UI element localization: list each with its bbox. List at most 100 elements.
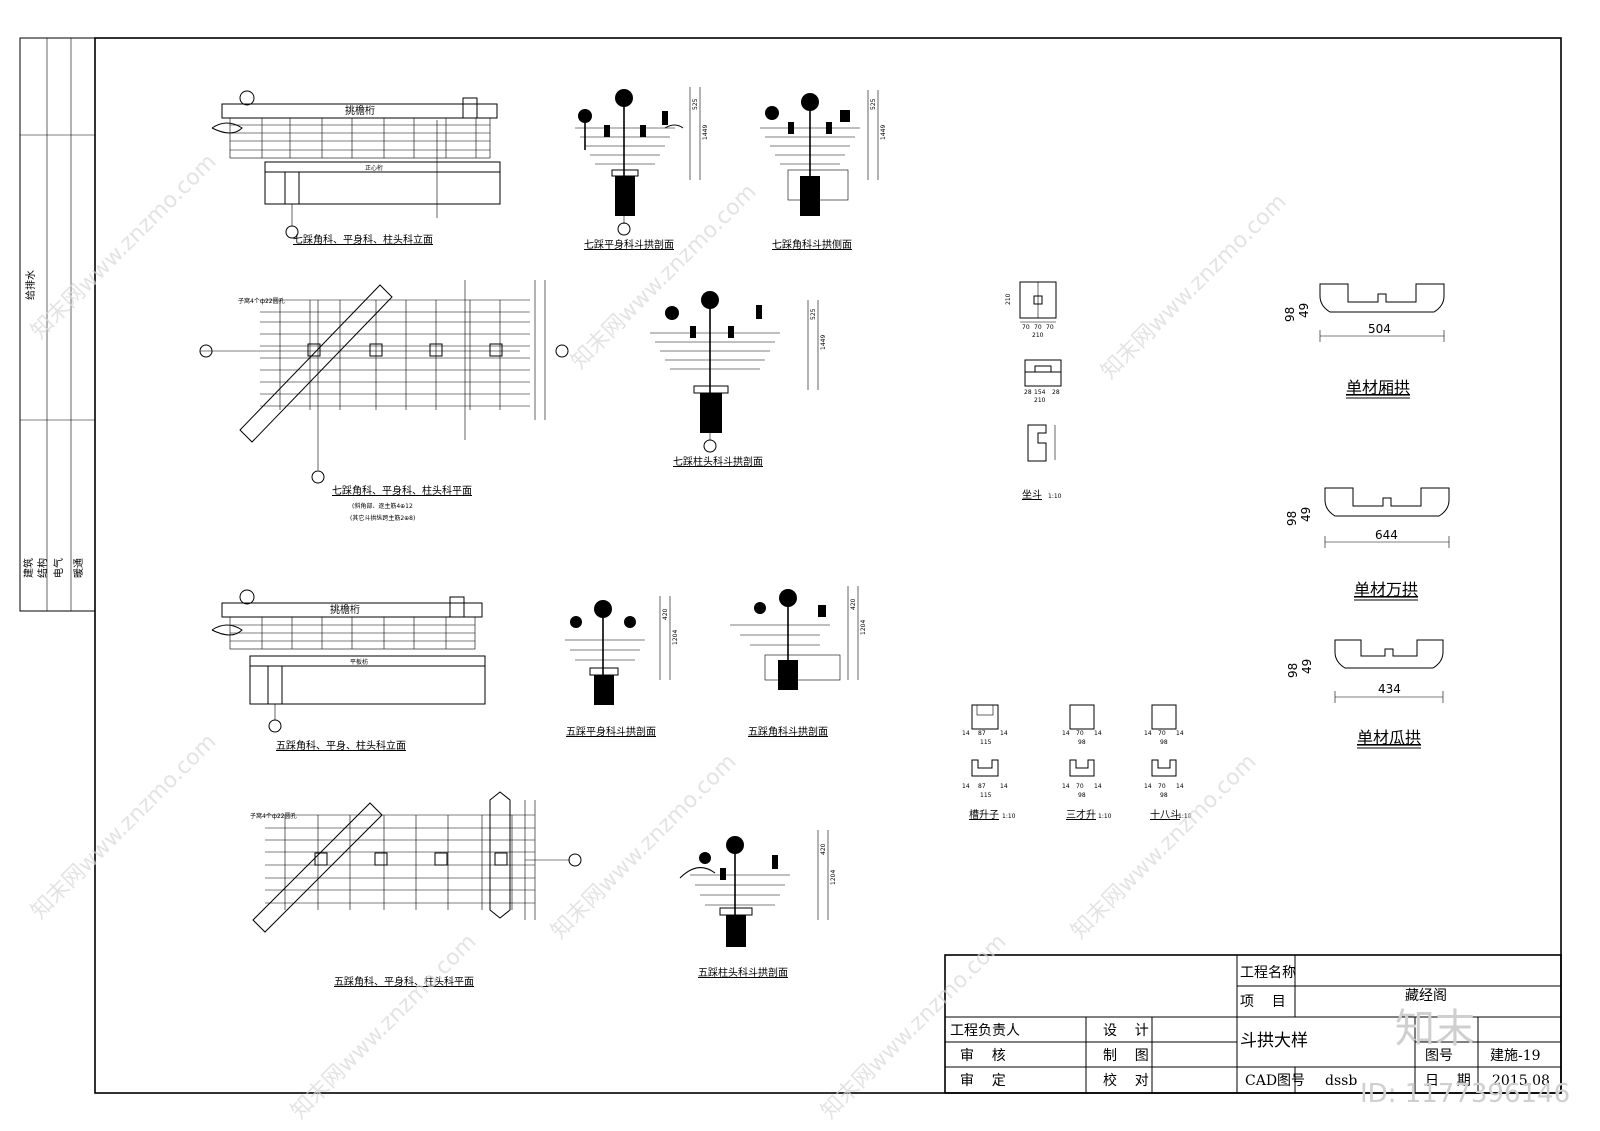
dim-sheng-a5: 87 — [978, 783, 986, 790]
plan7-note1: (斜角部、逐主筋4⊕12 — [352, 502, 413, 510]
dim-sheng-c6: 14 — [1176, 783, 1184, 790]
caption-side5-corner: 五踩角科斗拱剖面 — [748, 725, 828, 738]
side-five-corner: 420 1204 五踩角科斗拱剖面 — [730, 586, 867, 738]
beam-label-b: 挑檐桁 — [330, 603, 360, 616]
side-seven-corner: 525 1449 七踩角科斗拱侧面 — [760, 90, 887, 251]
dim-dou-mid-total: 210 — [1034, 397, 1046, 404]
dim-sheng-c-total: 98 — [1160, 739, 1168, 746]
caption-zuo-dou: 坐斗 — [1022, 489, 1042, 501]
tb-approve-label: 审 定 — [960, 1073, 1006, 1089]
dim-sheng-a3: 14 — [1000, 730, 1008, 737]
caption-elev7: 七踩角科、平身科、柱头科立面 — [293, 233, 433, 246]
dim-dou-mid-2: 154 — [1034, 389, 1046, 396]
gong-wan-h2: 49 — [1299, 507, 1313, 522]
dim-dou-top-3: 70 — [1046, 324, 1054, 331]
dim-sheng-a-total: 115 — [980, 739, 992, 746]
plan-seven-step: 子窝4个ф22圆孔 七踩角科、平身科、柱头科平面 (斜角部、逐主筋4⊕12 (其… — [199, 280, 569, 522]
tb-cad-label: CAD图号 — [1245, 1073, 1305, 1089]
gong-gua: 434 98 49 单材瓜拱 — [1286, 639, 1444, 749]
dim-side5-h1: 420 — [850, 598, 857, 610]
discipline-elec: 电气 — [52, 558, 65, 578]
dim-side7-h2: 1449 — [880, 125, 887, 140]
gong-xiang-h1: 98 — [1283, 307, 1297, 322]
beam-sub-b: 平板枋 — [350, 658, 368, 666]
caption-elev5: 五踩角科、平身、柱头科立面 — [276, 739, 406, 752]
caption-cao-sheng: 槽升子 — [969, 808, 999, 821]
dim-sheng-c1: 14 — [1144, 730, 1152, 737]
dim-sect5c-h2: 1204 — [830, 870, 837, 885]
gong-gua-h1: 98 — [1286, 663, 1300, 678]
gong-gua-h2: 49 — [1300, 659, 1314, 674]
elevation-five-step: 挑檐桁 平板枋 五踩角科、平身、柱头科立面 — [211, 589, 486, 752]
caption-sect5-column: 五踩柱头科斗拱剖面 — [698, 966, 788, 979]
dim-sect5-h1: 420 — [662, 608, 669, 620]
section-five-column: 420 1204 五踩柱头科斗拱剖面 — [679, 830, 837, 979]
discipline-arch: 建筑 — [22, 558, 35, 578]
tb-drawing-title: 斗拱大样 — [1240, 1031, 1308, 1051]
gong-xiang: 504 98 49 单材厢拱 — [1283, 283, 1445, 399]
dim-sheng-a4: 14 — [962, 783, 970, 790]
dim-sect5-h2: 1204 — [672, 630, 679, 645]
dim-sheng-b5: 70 — [1076, 783, 1084, 790]
dim-sheng-b3: 14 — [1094, 730, 1102, 737]
watermark-text-6: 知末网www.znzmo.com — [1067, 749, 1262, 944]
dim-sheng-c2: 70 — [1158, 730, 1166, 737]
dim-sheng-b2: 70 — [1076, 730, 1084, 737]
rebar-note-b: 子窝4个ф22圆孔 — [250, 812, 297, 820]
tb-drawing-no: 建施-19 — [1490, 1048, 1541, 1064]
dim-sheng-c3: 14 — [1176, 730, 1184, 737]
dim-sect7c-h1: 525 — [810, 308, 817, 320]
scale-cao-sheng: 1:10 — [1002, 813, 1016, 820]
dim-sheng-c5: 70 — [1158, 783, 1166, 790]
discipline-plumbing: 给排水 — [24, 270, 37, 300]
dim-sheng-b4: 14 — [1062, 783, 1070, 790]
section-five-flat: 420 1204 五踩平身科斗拱剖面 — [565, 596, 679, 738]
dim-side5-h2: 1204 — [860, 620, 867, 635]
tb-review-label: 审 核 — [960, 1048, 1006, 1064]
watermark-text-2: 知末网www.znzmo.com — [567, 179, 762, 374]
dim-sect7-h1: 525 — [692, 98, 699, 110]
gong-xiang-length: 504 — [1368, 322, 1391, 336]
scale-zuo-dou: 1:10 — [1048, 493, 1062, 500]
tb-item-label: 项 目 — [1240, 994, 1286, 1010]
watermark-text-1: 知末网www.znzmo.com — [27, 149, 222, 344]
watermark-logo: 知末 — [1395, 1006, 1475, 1052]
dim-sheng-c4: 14 — [1144, 783, 1152, 790]
dim-dou-h: 210 — [1005, 293, 1012, 305]
tb-date-value: 2015.08 — [1492, 1073, 1550, 1089]
caption-sect5-flat: 五踩平身科斗拱剖面 — [566, 725, 656, 738]
dim-sheng-b-total-2: 98 — [1078, 792, 1086, 799]
gong-gua-length: 434 — [1378, 682, 1401, 696]
caption-sect7-flat: 七踩平身科斗拱剖面 — [584, 238, 674, 251]
elevation-seven-step: 挑檐桁 正心桁 七踩角科、平身科、柱头科立面 — [211, 90, 501, 246]
section-seven-flat: 525 1449 七踩平身科斗拱剖面 — [575, 87, 709, 251]
dim-sheng-a6: 14 — [1000, 783, 1008, 790]
zuo-dou-detail: 70 70 70 210 210 28 154 28 210 坐斗 1:10 — [1005, 281, 1062, 501]
watermark-id: ID: 1177396146 — [1360, 1079, 1570, 1109]
caption-side7-corner: 七踩角科斗拱侧面 — [772, 238, 852, 251]
gong-xiang-title: 单材厢拱 — [1346, 378, 1410, 397]
dim-sheng-a1: 14 — [962, 730, 970, 737]
shi-ba-dou: 14 70 14 98 14 70 14 98 十八斗 1:10 — [1144, 704, 1192, 821]
scale-shi-ba: 1:10 — [1178, 813, 1192, 820]
dim-sect5c-h1: 420 — [820, 843, 827, 855]
dim-dou-top-1: 70 — [1022, 324, 1030, 331]
tb-design-label: 设 计 — [1103, 1023, 1149, 1039]
sheet-border — [94, 37, 1562, 1094]
san-cai-sheng: 14 70 14 98 14 70 14 98 三才升 1:10 — [1062, 704, 1112, 821]
watermark-text-4: 知末网www.znzmo.com — [27, 729, 222, 924]
gong-wan: 644 98 49 单材万拱 — [1285, 487, 1450, 601]
gong-wan-title: 单材万拱 — [1354, 580, 1418, 599]
tb-project-name-label: 工程名称 — [1240, 965, 1296, 981]
dim-sheng-a2: 87 — [978, 730, 986, 737]
plan7-note2: (其它斗拱纵跨主筋2⊕8) — [350, 514, 415, 522]
tb-check-label: 校 对 — [1103, 1072, 1149, 1089]
dim-side7-h1: 525 — [870, 98, 877, 110]
dim-dou-mid-1: 28 — [1024, 389, 1032, 396]
section-seven-column: 525 1449 七踩柱头科斗拱剖面 — [650, 291, 827, 468]
caption-plan7: 七踩角科、平身科、柱头科平面 — [332, 484, 472, 497]
discipline-strip: 给排水 建筑 结构 电气 暖通 — [19, 37, 96, 612]
rebar-note-a: 子窝4个ф22圆孔 — [238, 297, 285, 305]
tb-item-value: 藏经阁 — [1405, 988, 1447, 1004]
